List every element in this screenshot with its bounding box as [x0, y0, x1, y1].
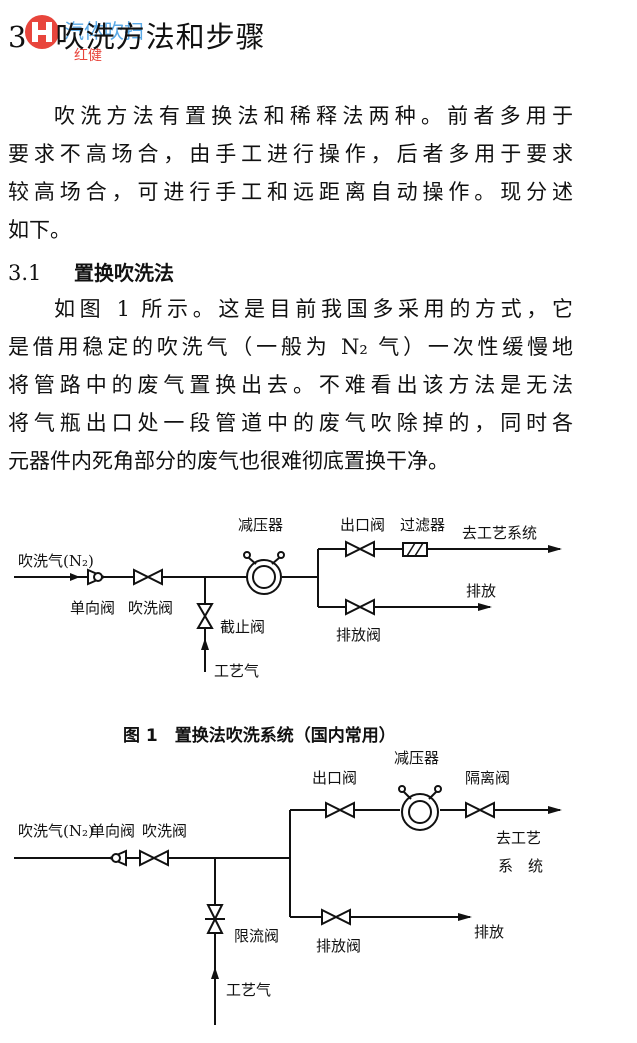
fig1-inlet-label: 吹洗气(N₂): [18, 552, 94, 570]
section-title-number: 3: [8, 20, 28, 54]
intro-line: 吹洗方法有置换法和稀释法两种。前者多用于: [54, 104, 573, 128]
section-title: 3 吹洗方法和步骤: [8, 14, 266, 56]
figure-1-diagram: 吹洗气(N₂) 单向阀 吹洗阀 减压器 出口阀 过滤器 去工艺系统 排放 排放阀…: [14, 516, 562, 680]
fig2-outlet-valve-label: 出口阀: [312, 769, 357, 787]
company-logo: 汽体吹扫 红健: [25, 15, 144, 64]
fig1-process-gas-label: 工艺气: [214, 662, 259, 680]
section-line: 是借用稳定的吹洗气（一般为 N₂ 气）一次性缓慢地: [8, 335, 573, 359]
section-line: 将管路中的废气置换出去。不难看出该方法是无法: [8, 373, 573, 397]
fig2-process-gas-label: 工艺气: [226, 981, 271, 999]
fig1-purge-valve-label: 吹洗阀: [128, 599, 173, 617]
fig2-check-valve-label: 单向阀: [90, 822, 135, 840]
fig2-inlet-label: 吹洗气(N₂): [18, 822, 94, 840]
fig2-restrict-valve-label: 限流阀: [234, 927, 279, 945]
fig1-vent-label: 排放: [466, 582, 496, 600]
fig1-outlet-valve-label: 出口阀: [340, 516, 385, 534]
subsection-title: 置换吹洗法: [74, 261, 174, 285]
section-line: 将气瓶出口处一段管道中的废气吹除掉的，同时各: [8, 411, 573, 435]
fig2-purge-valve-label: 吹洗阀: [142, 822, 187, 840]
intro-line: 要求不高场合，由手工进行操作，后者多用于要求: [8, 142, 573, 166]
subsection-number: 3.1: [8, 261, 42, 285]
figure-1-caption: 图 1 置换法吹洗系统（国内常用）: [123, 726, 396, 746]
section-paragraph: 如图 1 所示。这是目前我国多采用的方式，它 是借用稳定的吹洗气（一般为 N₂ …: [8, 290, 573, 480]
fig2-vent-label: 排放: [474, 923, 504, 941]
figure-2-diagram: 出口阀 减压器 隔离阀 吹洗气(N₂) 单向阀 吹洗阀 去工艺 系 统 排放 排…: [14, 749, 562, 1025]
logo-top-text: 汽体吹扫: [64, 19, 144, 43]
fig2-to-process-label-1: 去工艺: [496, 829, 541, 847]
fig2-reducer-label: 减压器: [394, 749, 439, 767]
section-title-text: 吹洗方法和步骤: [55, 20, 266, 54]
fig2-to-process-label-2: 系 统: [498, 857, 543, 875]
section-line: 元器件内死角部分的废气也很难彻底置换干净。: [8, 449, 449, 473]
fig1-stop-valve-label: 截止阀: [220, 618, 265, 636]
intro-line: 如下。: [8, 218, 71, 242]
fig1-to-process-label: 去工艺系统: [462, 524, 537, 542]
subsection-heading: 3.1 置换吹洗法: [8, 257, 174, 286]
section-line: 如图 1 所示。这是目前我国多采用的方式，它: [54, 297, 573, 321]
intro-line: 较高场合，可进行手工和远距离自动操作。现分述: [8, 180, 573, 204]
fig1-check-valve-label: 单向阀: [70, 599, 115, 617]
logo-bottom-text: 红健: [74, 48, 102, 64]
fig1-vent-valve-label: 排放阀: [336, 626, 381, 644]
fig1-filter-label: 过滤器: [400, 516, 445, 534]
fig2-vent-valve-label: 排放阀: [316, 937, 361, 955]
fig1-reducer-label: 减压器: [238, 516, 283, 534]
intro-paragraph: 吹洗方法有置换法和稀释法两种。前者多用于 要求不高场合，由手工进行操作，后者多用…: [8, 97, 573, 249]
fig2-isolation-valve-label: 隔离阀: [465, 769, 510, 787]
